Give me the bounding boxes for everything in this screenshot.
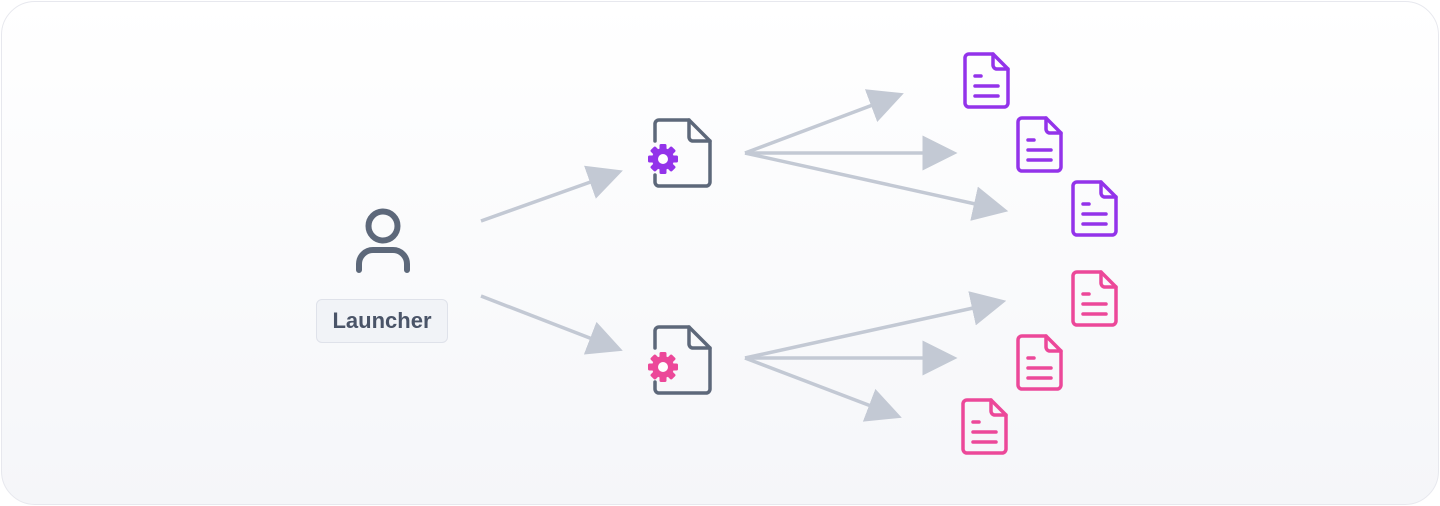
config-file-1 [648,118,712,188]
file-text-icon [1016,116,1063,173]
output-file-1 [963,52,1010,109]
file-text-icon [1071,180,1118,237]
config-1-arrows [744,89,1009,221]
config-2-arrows [744,291,1007,422]
output-file-3 [1071,180,1118,237]
arrow-launcher-to-config-2 [480,294,623,355]
arrow-config-1-to-output-3 [744,151,1009,221]
output-file-4 [1071,270,1118,327]
output-file-6 [961,398,1008,455]
output-file-5 [1016,334,1063,391]
file-text-icon [961,398,1008,455]
file-icon [653,325,712,395]
output-file-2 [1016,116,1063,173]
arrow-config-2-to-output-4 [744,291,1007,360]
launcher-label: Launcher [316,299,448,343]
file-text-icon [1071,270,1118,327]
file-text-icon [1016,334,1063,391]
user-icon [356,208,410,273]
launcher-arrows [480,165,623,355]
arrow-config-1-to-output-1 [744,89,904,155]
gear-icon [648,352,678,382]
file-icon [653,118,712,188]
config-file-2 [648,325,712,395]
arrow-launcher-to-config-1 [480,165,623,223]
gear-icon [648,144,678,174]
file-text-icon [963,52,1010,109]
arrow-config-2-to-output-6 [744,356,902,422]
